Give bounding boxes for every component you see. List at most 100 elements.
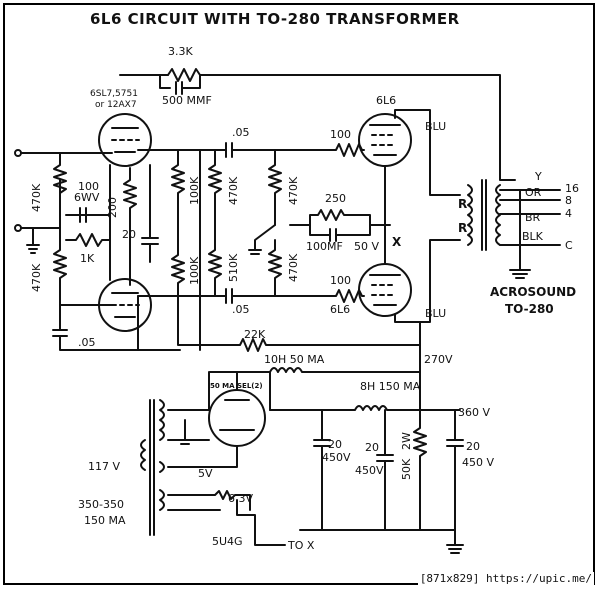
cathode-cap-label: 100	[78, 180, 99, 193]
feedback-r-label: 3.3K	[168, 45, 193, 58]
grid-470k-b-label: 470K	[287, 176, 300, 205]
tap-value-8: 8	[565, 194, 572, 207]
r-bottom-label: R	[458, 221, 467, 235]
bias-network	[289, 209, 391, 242]
to-x-label: TO X	[287, 539, 315, 552]
plate-r1-label: 100K	[188, 176, 201, 205]
ot-secondary	[495, 184, 501, 246]
filter3-voltage: 450 V	[462, 456, 494, 469]
c100mf-voltage: 50 V	[354, 240, 379, 253]
feedback-resistor	[167, 68, 201, 82]
cathode-cap-voltage: 6WV	[74, 191, 100, 204]
output-tube-bottom-elements	[369, 274, 401, 306]
feedback-capacitor	[159, 74, 201, 95]
v360-label: 360 V	[458, 406, 490, 419]
ground-bus	[299, 529, 464, 554]
filter-cap-2	[376, 409, 394, 531]
grid-resistor-510k	[208, 239, 222, 297]
input-tube-top-elements	[111, 127, 140, 153]
x-terminal-label: X	[392, 235, 402, 249]
rectifier-elements	[219, 371, 255, 431]
b-plus-22k	[177, 329, 421, 352]
pt-primary	[140, 439, 146, 471]
grid-resistor-top	[53, 152, 67, 229]
filter2-voltage: 450V	[355, 464, 384, 477]
blu-top-label: BLU	[425, 120, 446, 133]
output-tube-top-label: 6L6	[376, 94, 396, 107]
diagram-title: 6L6 CIRCUIT WITH TO-280 TRANSFORMER	[90, 10, 460, 28]
pt-ct-ground	[178, 419, 192, 445]
tap-blk: BLK	[522, 230, 544, 243]
plate-resistor-top	[171, 149, 185, 241]
tap-value-c: C	[565, 239, 573, 252]
input-tube-top	[98, 113, 152, 167]
choke-10h	[209, 367, 421, 373]
grid-470k-c-label: 470K	[287, 253, 300, 282]
cathode-r1-label: 1K	[80, 252, 95, 265]
plate-r2-label: 100K	[188, 256, 201, 285]
choke2-label: 8H 150 MA	[360, 380, 421, 393]
rectifier-tube	[208, 389, 266, 447]
transformer-name: ACROSOUND	[490, 285, 576, 299]
pt-filament-windings	[159, 461, 165, 511]
r50k-w-label: 2W	[400, 432, 413, 450]
grid-r-bottom-label: 470K	[30, 263, 43, 292]
input-tube-label: 6SL7,5751	[90, 89, 138, 99]
pt-hv-winding	[159, 399, 165, 441]
filter-cap-1	[313, 409, 331, 531]
fil5-label: 5V	[198, 467, 213, 480]
input-tube-bottom-elements	[111, 292, 140, 318]
stopper-bottom-label: 100	[330, 274, 351, 287]
filter-cap-3	[446, 409, 464, 531]
filter3-value: 20	[466, 440, 480, 453]
pt-hv-leads	[167, 409, 238, 468]
ot-core	[481, 179, 487, 251]
tap-or: OR	[525, 186, 542, 199]
coupling-cap-top	[137, 142, 331, 158]
to-x-wire	[236, 499, 286, 546]
stopper-top-label: 100	[330, 128, 351, 141]
misc-wires	[137, 149, 271, 411]
output-tube-bottom	[358, 263, 412, 317]
ot-ground	[509, 189, 531, 279]
r22k-label: 22K	[244, 328, 266, 341]
coupling-cap-bottom	[137, 288, 331, 304]
tap-y: Y	[534, 170, 542, 183]
bypass-cap-label: 20	[122, 228, 136, 241]
grid-470k-a-label: 470K	[227, 176, 240, 205]
filter2-value: 20	[365, 441, 379, 454]
r250-label: 250	[325, 192, 346, 205]
pt-core	[149, 399, 155, 536]
stopper-bottom-tube: 6L6	[330, 303, 350, 316]
output-tube-top-elements	[369, 124, 401, 156]
cathode-r2-label: 200	[106, 197, 119, 218]
mains-label: 117 V	[88, 460, 120, 473]
watermark: [871x829] https://upic.me/	[417, 572, 594, 585]
grid-510k-label: 510K	[227, 253, 240, 282]
grid-resistor-470k-b	[268, 149, 282, 226]
plate-lead-bottom	[394, 239, 461, 323]
grid-resistor-470k-a	[208, 149, 222, 241]
fil63-label: 6.3V	[228, 492, 253, 505]
cathode-cap	[65, 207, 111, 223]
input-cap-bottom	[52, 304, 181, 351]
bleeder-resistor	[413, 409, 427, 531]
filter1-value: 20	[328, 438, 342, 451]
grid-r-top-label: 470K	[30, 183, 43, 212]
stopper-resistor-bottom	[329, 289, 365, 303]
choke1-label: 10H 50 MA	[264, 353, 325, 366]
hv-label: 350-350	[78, 498, 124, 511]
tap-br: BR	[525, 211, 541, 224]
tap-value-16: 16	[565, 182, 579, 195]
transformer-model: TO-280	[505, 302, 554, 316]
grid-resistor-bottom	[53, 227, 113, 306]
r50k-label: 50K	[400, 458, 413, 480]
filter1-voltage: 450V	[322, 451, 351, 464]
ot-taps	[499, 189, 561, 246]
bypass-cap-20	[141, 164, 159, 263]
feedback-c-label: 500 MMF	[162, 94, 212, 107]
coupling-cap-bottom-label: .05	[232, 303, 250, 316]
c100mf-label: 100MF	[306, 240, 343, 253]
tap-value-4: 4	[565, 207, 572, 220]
